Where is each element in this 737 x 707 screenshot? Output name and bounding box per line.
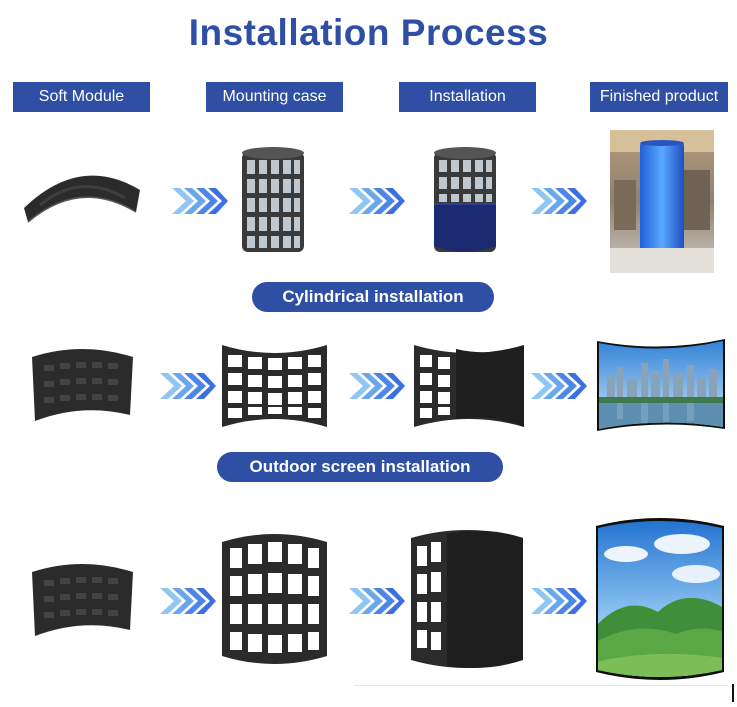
finished-cylinder-photo (610, 130, 714, 273)
text-cursor (732, 684, 734, 702)
cylinder-installation-image (434, 147, 496, 252)
column-header-soft-module: Soft Module (13, 82, 150, 112)
convex-installation-image (411, 530, 523, 668)
city-skyline-screen-photo (597, 339, 725, 431)
cylinder-mounting-case-image (242, 147, 304, 252)
section-label-cylindrical: Cylindrical installation (252, 282, 494, 312)
column-header-installation: Installation (399, 82, 536, 112)
soft-module-curved-image-2 (32, 564, 133, 636)
double-chevron-arrow-icon (160, 373, 216, 399)
soft-module-image (24, 175, 140, 223)
column-header-finished-product: Finished product (590, 82, 728, 112)
double-chevron-arrow-icon (531, 588, 587, 614)
column-header-mounting-case: Mounting case (206, 82, 343, 112)
double-chevron-arrow-icon (349, 588, 405, 614)
double-chevron-arrow-icon (160, 588, 216, 614)
double-chevron-arrow-icon (349, 188, 405, 214)
concave-installation-image (414, 345, 524, 427)
double-chevron-arrow-icon (531, 373, 587, 399)
landscape-cylinder-screen-photo (596, 518, 724, 680)
page-title: Installation Process (188, 12, 549, 53)
double-chevron-arrow-icon (531, 188, 587, 214)
section-label-outdoor: Outdoor screen installation (217, 452, 503, 482)
bottom-divider (354, 685, 728, 686)
double-chevron-arrow-icon (349, 373, 405, 399)
double-chevron-arrow-icon (172, 188, 228, 214)
concave-mounting-case-image (222, 345, 327, 427)
convex-mounting-frame-image (222, 534, 327, 664)
soft-module-curved-image (32, 349, 133, 421)
